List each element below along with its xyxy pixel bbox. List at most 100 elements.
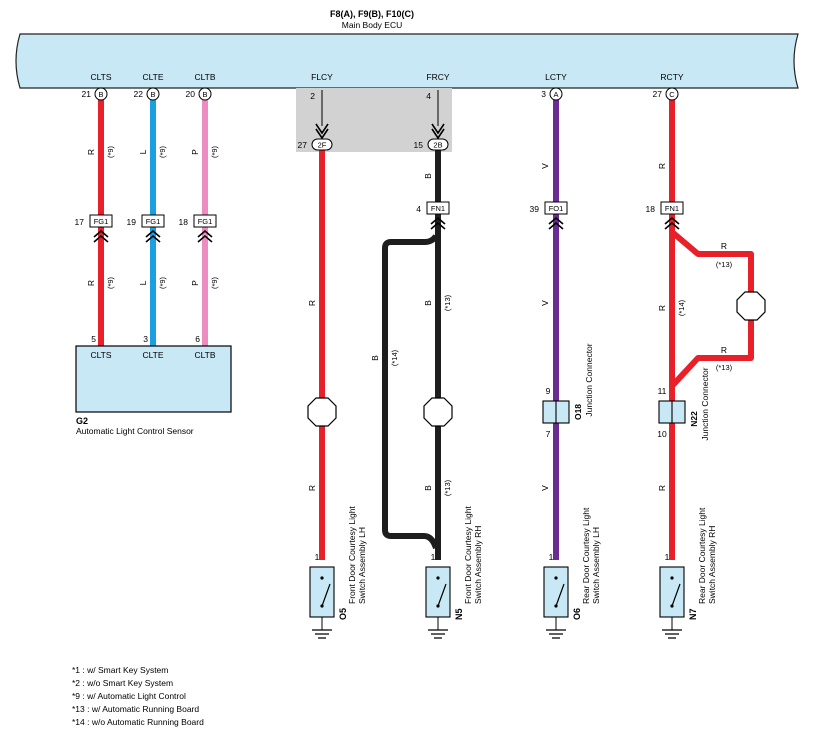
connector-pin: 18 bbox=[646, 204, 656, 214]
ecu-pin-rcty: 27 C bbox=[653, 87, 679, 101]
signal-label-flcy: FLCY bbox=[311, 72, 333, 82]
switch-pin: 1 bbox=[665, 552, 670, 562]
ecu-body bbox=[15, 33, 799, 89]
wire-note-label: (*9) bbox=[106, 276, 115, 289]
junction-id: O18 bbox=[573, 404, 583, 420]
ecu-pin-lcty: 3 A bbox=[541, 87, 563, 101]
junction-o18: 9 7 O18 Junction Connector bbox=[542, 343, 594, 439]
signal-label-clte: CLTE bbox=[142, 72, 163, 82]
ecu-pin-number: 21 bbox=[82, 89, 92, 99]
ecu-conn-letter: B bbox=[98, 90, 103, 99]
wire-color-label: R bbox=[86, 149, 96, 155]
sensor-pin-clte: 3 bbox=[143, 334, 148, 344]
wire-label-clte-upper: L (*9) bbox=[138, 145, 167, 158]
wire-label-flcy: R bbox=[307, 300, 317, 306]
switch-id: N5 bbox=[454, 608, 464, 620]
wire-label-rcty-loop-top: R (*13) bbox=[716, 241, 733, 269]
wire-label-frcy-mid: B (*13) bbox=[423, 294, 452, 311]
ecu-pin-frcy: 4 bbox=[426, 91, 431, 101]
wire-note-label: (*9) bbox=[158, 145, 167, 158]
wire-label-lcty-lower: V bbox=[540, 485, 550, 491]
ecu-pin-number: 20 bbox=[186, 89, 196, 99]
wire-note-label: (*14) bbox=[390, 349, 399, 366]
switch-n5: 1 N5 Front Door Courtesy Light Switch As… bbox=[425, 506, 483, 639]
wire-color-label: R bbox=[86, 280, 96, 286]
connector-arrows-icon bbox=[664, 216, 680, 230]
connector-fg1-clte: 19 FG1 bbox=[127, 214, 165, 243]
wire-color-label: R bbox=[721, 241, 727, 251]
wire-label-rcty-loop-bottom: R (*13) bbox=[716, 345, 733, 372]
ecu-pin-number: 22 bbox=[134, 89, 144, 99]
ground-icon bbox=[546, 629, 566, 639]
switch-name-line2: Switch Assembly LH bbox=[591, 527, 601, 604]
wire-note-label: (*14) bbox=[677, 299, 686, 316]
connector-label: FG1 bbox=[198, 217, 213, 226]
sensor-terminal-clts: CLTS bbox=[90, 350, 111, 360]
wire-label-cltb-upper: P (*9) bbox=[190, 145, 219, 158]
connector-label: FN1 bbox=[665, 204, 679, 213]
wire-color-label: P bbox=[190, 149, 200, 155]
connector-fg1-clts: 17 FG1 bbox=[75, 214, 113, 243]
splice-octagon-frcy bbox=[423, 397, 453, 427]
sensor-terminal-clte: CLTE bbox=[142, 350, 163, 360]
switch-o6: 1 O6 Rear Door Courtesy Light Switch Ass… bbox=[543, 507, 601, 639]
footnote-5: *14 : w/o Automatic Running Board bbox=[72, 717, 204, 727]
ecu-conn-letter: C bbox=[669, 90, 675, 99]
connector-fo1-lcty: 39 FO1 bbox=[530, 201, 568, 230]
connector-pin: 17 bbox=[75, 217, 85, 227]
wire-label-flcy-lower: R bbox=[307, 485, 317, 491]
sensor-g2: 5 3 6 CLTS CLTE CLTB G2 Automatic Light … bbox=[75, 334, 232, 436]
wire-label-clts-upper: R (*9) bbox=[86, 145, 115, 158]
switch-id: O6 bbox=[572, 608, 582, 620]
ecu-pin-clte: 22 B bbox=[134, 87, 160, 101]
junction-pin-in: 9 bbox=[546, 386, 551, 396]
connector-fn1-rcty: 18 FN1 bbox=[646, 201, 684, 230]
junction-pin-out: 10 bbox=[657, 429, 667, 439]
wire-color-label: L bbox=[138, 149, 148, 154]
wire-color-label: B bbox=[423, 485, 433, 491]
ecu-connectors-label: F8(A), F9(B), F10(C) bbox=[330, 9, 414, 19]
ecu-pin-number: 27 bbox=[653, 89, 663, 99]
ground-icon bbox=[428, 629, 448, 639]
wire-note-label: (*13) bbox=[716, 363, 733, 372]
connector-pin: 4 bbox=[416, 204, 421, 214]
connector-arrows-icon bbox=[145, 229, 161, 243]
switch-name-line2: Switch Assembly RH bbox=[473, 526, 483, 604]
sensor-terminal-cltb: CLTB bbox=[194, 350, 215, 360]
connector-label: FN1 bbox=[431, 204, 445, 213]
connector-2f: 27 2F bbox=[298, 138, 333, 151]
connector-arrows-icon bbox=[93, 229, 109, 243]
switch-name-line1: Rear Door Courtesy Light bbox=[581, 507, 591, 604]
connector-pin: 39 bbox=[530, 204, 540, 214]
wire-label-clts-lower: R (*9) bbox=[86, 276, 115, 289]
wire-label-cltb-lower: P (*9) bbox=[190, 276, 219, 289]
connector-label: FG1 bbox=[146, 217, 161, 226]
wire-note-label: (*13) bbox=[716, 260, 733, 269]
switch-pin: 1 bbox=[549, 552, 554, 562]
ecu-conn-letter: A bbox=[553, 90, 558, 99]
connector-pin: 15 bbox=[414, 140, 424, 150]
junction-id: N22 bbox=[689, 411, 699, 427]
ground-icon bbox=[662, 629, 682, 639]
ecu-pin-number: 3 bbox=[541, 89, 546, 99]
connector-arrows-icon bbox=[548, 216, 564, 230]
connector-label: 2B bbox=[433, 141, 442, 150]
wire-label-frcy-upper: B bbox=[423, 173, 433, 179]
arrow-flcy-icon bbox=[315, 123, 329, 140]
arrow-frcy-icon bbox=[431, 123, 445, 140]
wire-label-lcty-upper: V bbox=[540, 163, 550, 169]
wire-frcy-bypass bbox=[382, 234, 439, 550]
connector-pin: 18 bbox=[179, 217, 189, 227]
switch-id: N7 bbox=[688, 608, 698, 620]
switch-name-line2: Switch Assembly LH bbox=[357, 527, 367, 604]
wire-note-label: (*9) bbox=[158, 276, 167, 289]
signal-label-clts: CLTS bbox=[90, 72, 111, 82]
signal-label-cltb: CLTB bbox=[194, 72, 215, 82]
ground-icon bbox=[312, 629, 332, 639]
signal-label-rcty: RCTY bbox=[660, 72, 683, 82]
wire-color-label: R bbox=[721, 345, 727, 355]
wire-label-frcy-lower: B (*13) bbox=[423, 479, 452, 496]
junction-n22: 11 10 N22 Junction Connector bbox=[657, 367, 710, 440]
footnotes: *1 : w/ Smart Key System *2 : w/o Smart … bbox=[72, 665, 204, 727]
